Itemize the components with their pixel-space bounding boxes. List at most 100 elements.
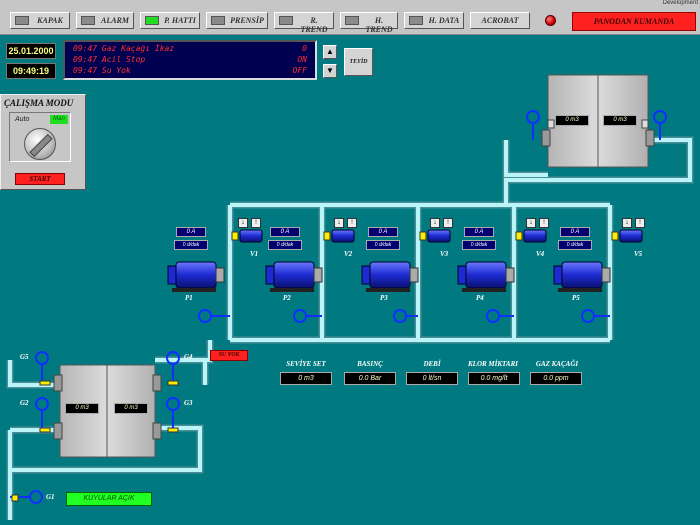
status-light-icon xyxy=(545,15,556,26)
v4-close-button[interactable]: ↓ xyxy=(526,218,536,228)
seviye-set-label: SEVİYE SET xyxy=(286,360,326,368)
h-trend-button[interactable]: H. TREND xyxy=(340,12,398,34)
g3-label: G3 xyxy=(184,399,193,407)
p3-current: 0 A xyxy=(368,227,398,237)
v2-label: V2 xyxy=(344,250,353,258)
alarm-row: 09:47 Gaz Kaçağı İkaz 0 xyxy=(73,44,307,55)
v3-close-button[interactable]: ↓ xyxy=(430,218,440,228)
alarm-row: 09:47 Su Yok OFF xyxy=(73,66,307,77)
p4-speed: 0 d/dak xyxy=(462,240,496,250)
v4-open-button[interactable]: ↑ xyxy=(539,218,549,228)
g4-label: G4 xyxy=(184,353,193,361)
alarm-row: 09:47 Acil Stop ON xyxy=(73,55,307,66)
panodan-kumanda-indicator[interactable]: PANODAN KUMANDA xyxy=(572,12,696,31)
top-tank-right-level: 0 m3 xyxy=(603,115,637,126)
debi-value: 0 lt/sn xyxy=(406,372,458,385)
p1-speed: 0 d/dak xyxy=(174,240,208,250)
acrobat-button[interactable]: ACROBAT xyxy=(470,12,530,29)
g5-label: G5 xyxy=(20,353,29,361)
level-sensors xyxy=(11,380,179,502)
auto-label: Auto xyxy=(15,116,30,123)
top-tank-left-level: 0 m3 xyxy=(555,115,589,126)
alarm-text: 09:47 Gaz Kaçağı İkaz xyxy=(73,44,175,53)
g2-label: G2 xyxy=(20,399,29,407)
p-hatti-led xyxy=(145,16,159,25)
v1-open-button[interactable]: ↑ xyxy=(251,218,261,228)
kapak-led xyxy=(15,16,29,25)
su-yok-alarm: SU YOK xyxy=(210,350,248,361)
g1-label: G1 xyxy=(46,493,55,501)
alarm-text: 09:47 Acil Stop xyxy=(73,55,146,64)
kapak-button[interactable]: KAPAK xyxy=(10,12,70,29)
v2-close-button[interactable]: ↓ xyxy=(334,218,344,228)
h-data-led xyxy=(409,16,423,25)
p3-speed: 0 d/dak xyxy=(366,240,400,250)
v5-label: V5 xyxy=(634,250,643,258)
kapak-label: KAPAK xyxy=(37,16,63,25)
mode-title: ÇALIŞMA MODU xyxy=(4,98,74,108)
v3-label: V3 xyxy=(440,250,449,258)
debi-label: DEBİ xyxy=(423,360,441,368)
alarm-list[interactable]: 09:47 Gaz Kaçağı İkaz 0 09:47 Acil Stop … xyxy=(63,40,317,80)
date-display: 25.01.2000 xyxy=(6,43,56,59)
seviye-set-value[interactable]: 0 m3 xyxy=(280,372,332,385)
p-hatti-label: P. HATTI xyxy=(164,16,196,25)
r-trend-led xyxy=(279,16,293,25)
h-data-button[interactable]: H. DATA xyxy=(404,12,464,29)
p2-current: 0 A xyxy=(270,227,300,237)
prensip-button[interactable]: PRENSİP xyxy=(206,12,268,29)
p2-speed: 0 d/dak xyxy=(268,240,302,250)
klor-value: 0.0 mg/lt xyxy=(468,372,520,385)
p-hatti-button[interactable]: P. HATTI xyxy=(140,12,200,29)
v2-open-button[interactable]: ↑ xyxy=(347,218,357,228)
kuyular-acik-indicator[interactable]: KUYULAR AÇIK xyxy=(66,492,152,506)
h-trend-led xyxy=(345,16,359,25)
prensip-label: PRENSİP xyxy=(230,16,264,25)
p5-current: 0 A xyxy=(560,227,590,237)
scroll-down-button[interactable]: ▼ xyxy=(323,64,337,78)
v1-label: V1 xyxy=(250,250,259,258)
bottom-tank-left-level: 0 m3 xyxy=(65,403,99,414)
v1-close-button[interactable]: ↓ xyxy=(238,218,248,228)
basinc-value: 0.0 Bar xyxy=(344,372,396,385)
p1-current: 0 A xyxy=(176,227,206,237)
v3-open-button[interactable]: ↑ xyxy=(443,218,453,228)
p5-label: P5 xyxy=(572,294,580,302)
valve-handwheels xyxy=(10,110,667,504)
scroll-up-button[interactable]: ▲ xyxy=(323,45,337,59)
v4-label: V4 xyxy=(536,250,545,258)
prensip-led xyxy=(211,16,225,25)
alarm-text: 09:47 Su Yok xyxy=(73,66,131,75)
p1-label: P1 xyxy=(185,294,193,302)
motor-valves xyxy=(231,229,643,243)
man-indicator: Man xyxy=(50,115,68,124)
development-note: Development xyxy=(662,0,698,6)
h-trend-label: H. TREND xyxy=(365,16,393,34)
alarm-label: ALARM xyxy=(100,16,129,25)
v5-open-button[interactable]: ↑ xyxy=(635,218,645,228)
alarm-state: 0 xyxy=(302,44,307,53)
p3-label: P3 xyxy=(380,294,388,302)
bottom-tank-right-level: 0 m3 xyxy=(114,403,148,414)
toolbar: KAPAK ALARM P. HATTI PRENSİP R. TREND H.… xyxy=(0,0,700,35)
pipe-network xyxy=(8,138,692,520)
alarm-state: ON xyxy=(297,55,307,64)
start-button[interactable]: START xyxy=(15,173,65,185)
p2-label: P2 xyxy=(283,294,291,302)
pipe-network-edge xyxy=(6,136,694,520)
time-display: 09:49:19 xyxy=(6,63,56,79)
v5-close-button[interactable]: ↓ xyxy=(622,218,632,228)
r-trend-label: R. TREND xyxy=(300,16,328,34)
gaz-kacagi-label: GAZ KAÇAĞI xyxy=(535,360,579,368)
h-data-label: H. DATA xyxy=(428,16,460,25)
teyid-button[interactable]: TEYİD xyxy=(344,48,373,76)
mode-selector-knob-icon[interactable] xyxy=(24,128,56,160)
mode-selector: Auto Man xyxy=(9,112,71,162)
alarm-state: OFF xyxy=(292,66,307,75)
alarm-button[interactable]: ALARM xyxy=(76,12,134,29)
p4-current: 0 A xyxy=(464,227,494,237)
acrobat-label: ACROBAT xyxy=(481,16,519,25)
pump-motors xyxy=(167,261,611,292)
r-trend-button[interactable]: R. TREND xyxy=(274,12,334,34)
